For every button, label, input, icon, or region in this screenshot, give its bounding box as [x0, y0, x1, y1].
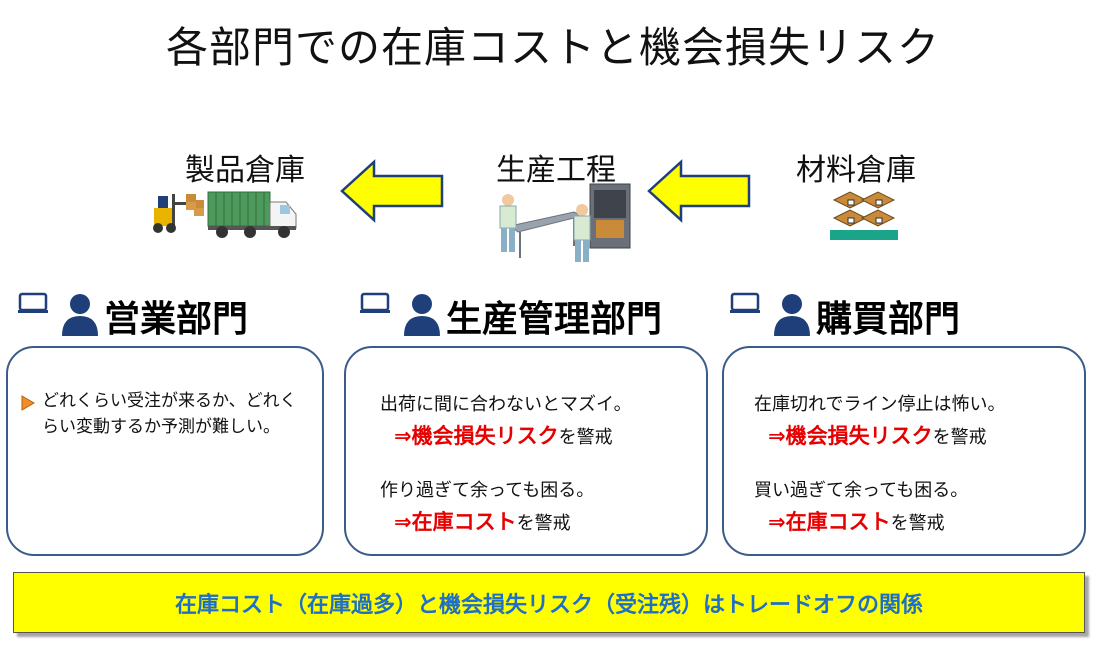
implies-arrow: ⇒	[394, 510, 412, 534]
purchasing-line2: 買い過ぎて余っても困る。	[754, 480, 969, 501]
dept-header-production-control: 生産管理部門	[360, 290, 662, 340]
flow-arrow-left-2	[645, 158, 753, 224]
dept-header-purchasing: 購買部門	[730, 290, 960, 340]
stage-label-production-process: 生産工程	[496, 153, 616, 188]
person-with-laptop-icon	[360, 290, 442, 340]
bullet-arrow-icon	[20, 394, 36, 416]
production-workers-illustration	[490, 180, 640, 270]
forklift-body-icon	[154, 208, 174, 226]
inventory-cost-label: 在庫コスト	[411, 510, 517, 534]
tradeoff-banner: 在庫コスト（在庫過多）と機会損失リスク（受注残）はトレードオフの関係	[13, 572, 1085, 633]
inventory-cost-label: 在庫コスト	[785, 510, 891, 534]
production-line2: 作り過ぎて余っても困る。	[380, 480, 595, 501]
opportunity-loss-risk-label: 機会損失リスク	[411, 424, 559, 448]
person-with-laptop-icon	[18, 290, 100, 340]
implies-arrow: ⇒	[768, 424, 786, 448]
opportunity-loss-risk-label: 機会損失リスク	[785, 424, 933, 448]
forklift-truck-illustration	[150, 188, 300, 244]
caution-suffix: を警戒	[890, 513, 945, 534]
dept-name: 生産管理部門	[446, 299, 663, 340]
purchasing-result1: ⇒機会損失リスクを警戒	[768, 420, 987, 450]
stage-label-product-warehouse: 製品倉庫	[185, 153, 305, 188]
caution-suffix: を警戒	[516, 513, 571, 534]
dept-name: 営業部門	[104, 299, 249, 340]
dept-name: 購買部門	[816, 299, 961, 340]
implies-arrow: ⇒	[768, 510, 786, 534]
person-with-laptop-icon	[730, 290, 812, 340]
material-warehouse-illustration	[826, 186, 902, 246]
production-line1: 出荷に間に合わないとマズイ。	[380, 394, 632, 415]
flow-arrow-left-1	[338, 158, 446, 224]
purchasing-result2: ⇒在庫コストを警戒	[768, 506, 945, 536]
page-title: 各部門での在庫コストと機会損失リスク	[165, 23, 940, 72]
implies-arrow: ⇒	[394, 424, 412, 448]
production-result1: ⇒機会損失リスクを警戒	[394, 420, 613, 450]
production-result2: ⇒在庫コストを警戒	[394, 506, 571, 536]
panel-purchasing: 在庫切れでライン停止は怖い。 ⇒機会損失リスクを警戒 買い過ぎて余っても困る。 …	[722, 346, 1086, 556]
stage-label-material-warehouse: 材料倉庫	[796, 153, 916, 188]
panel-production-control: 出荷に間に合わないとマズイ。 ⇒機会損失リスクを警戒 作り過ぎて余っても困る。 …	[344, 346, 708, 556]
panel-sales: どれくらい受注が来るか、どれくらい変動するか予測が難しい。	[6, 346, 324, 556]
caution-suffix: を警戒	[932, 427, 987, 448]
sales-concern-text: どれくらい受注が来るか、どれくらい変動するか予測が難しい。	[42, 391, 297, 437]
purchasing-line1: 在庫切れでライン停止は怖い。	[754, 394, 1006, 415]
caution-suffix: を警戒	[558, 427, 613, 448]
dept-header-sales: 営業部門	[18, 290, 248, 340]
